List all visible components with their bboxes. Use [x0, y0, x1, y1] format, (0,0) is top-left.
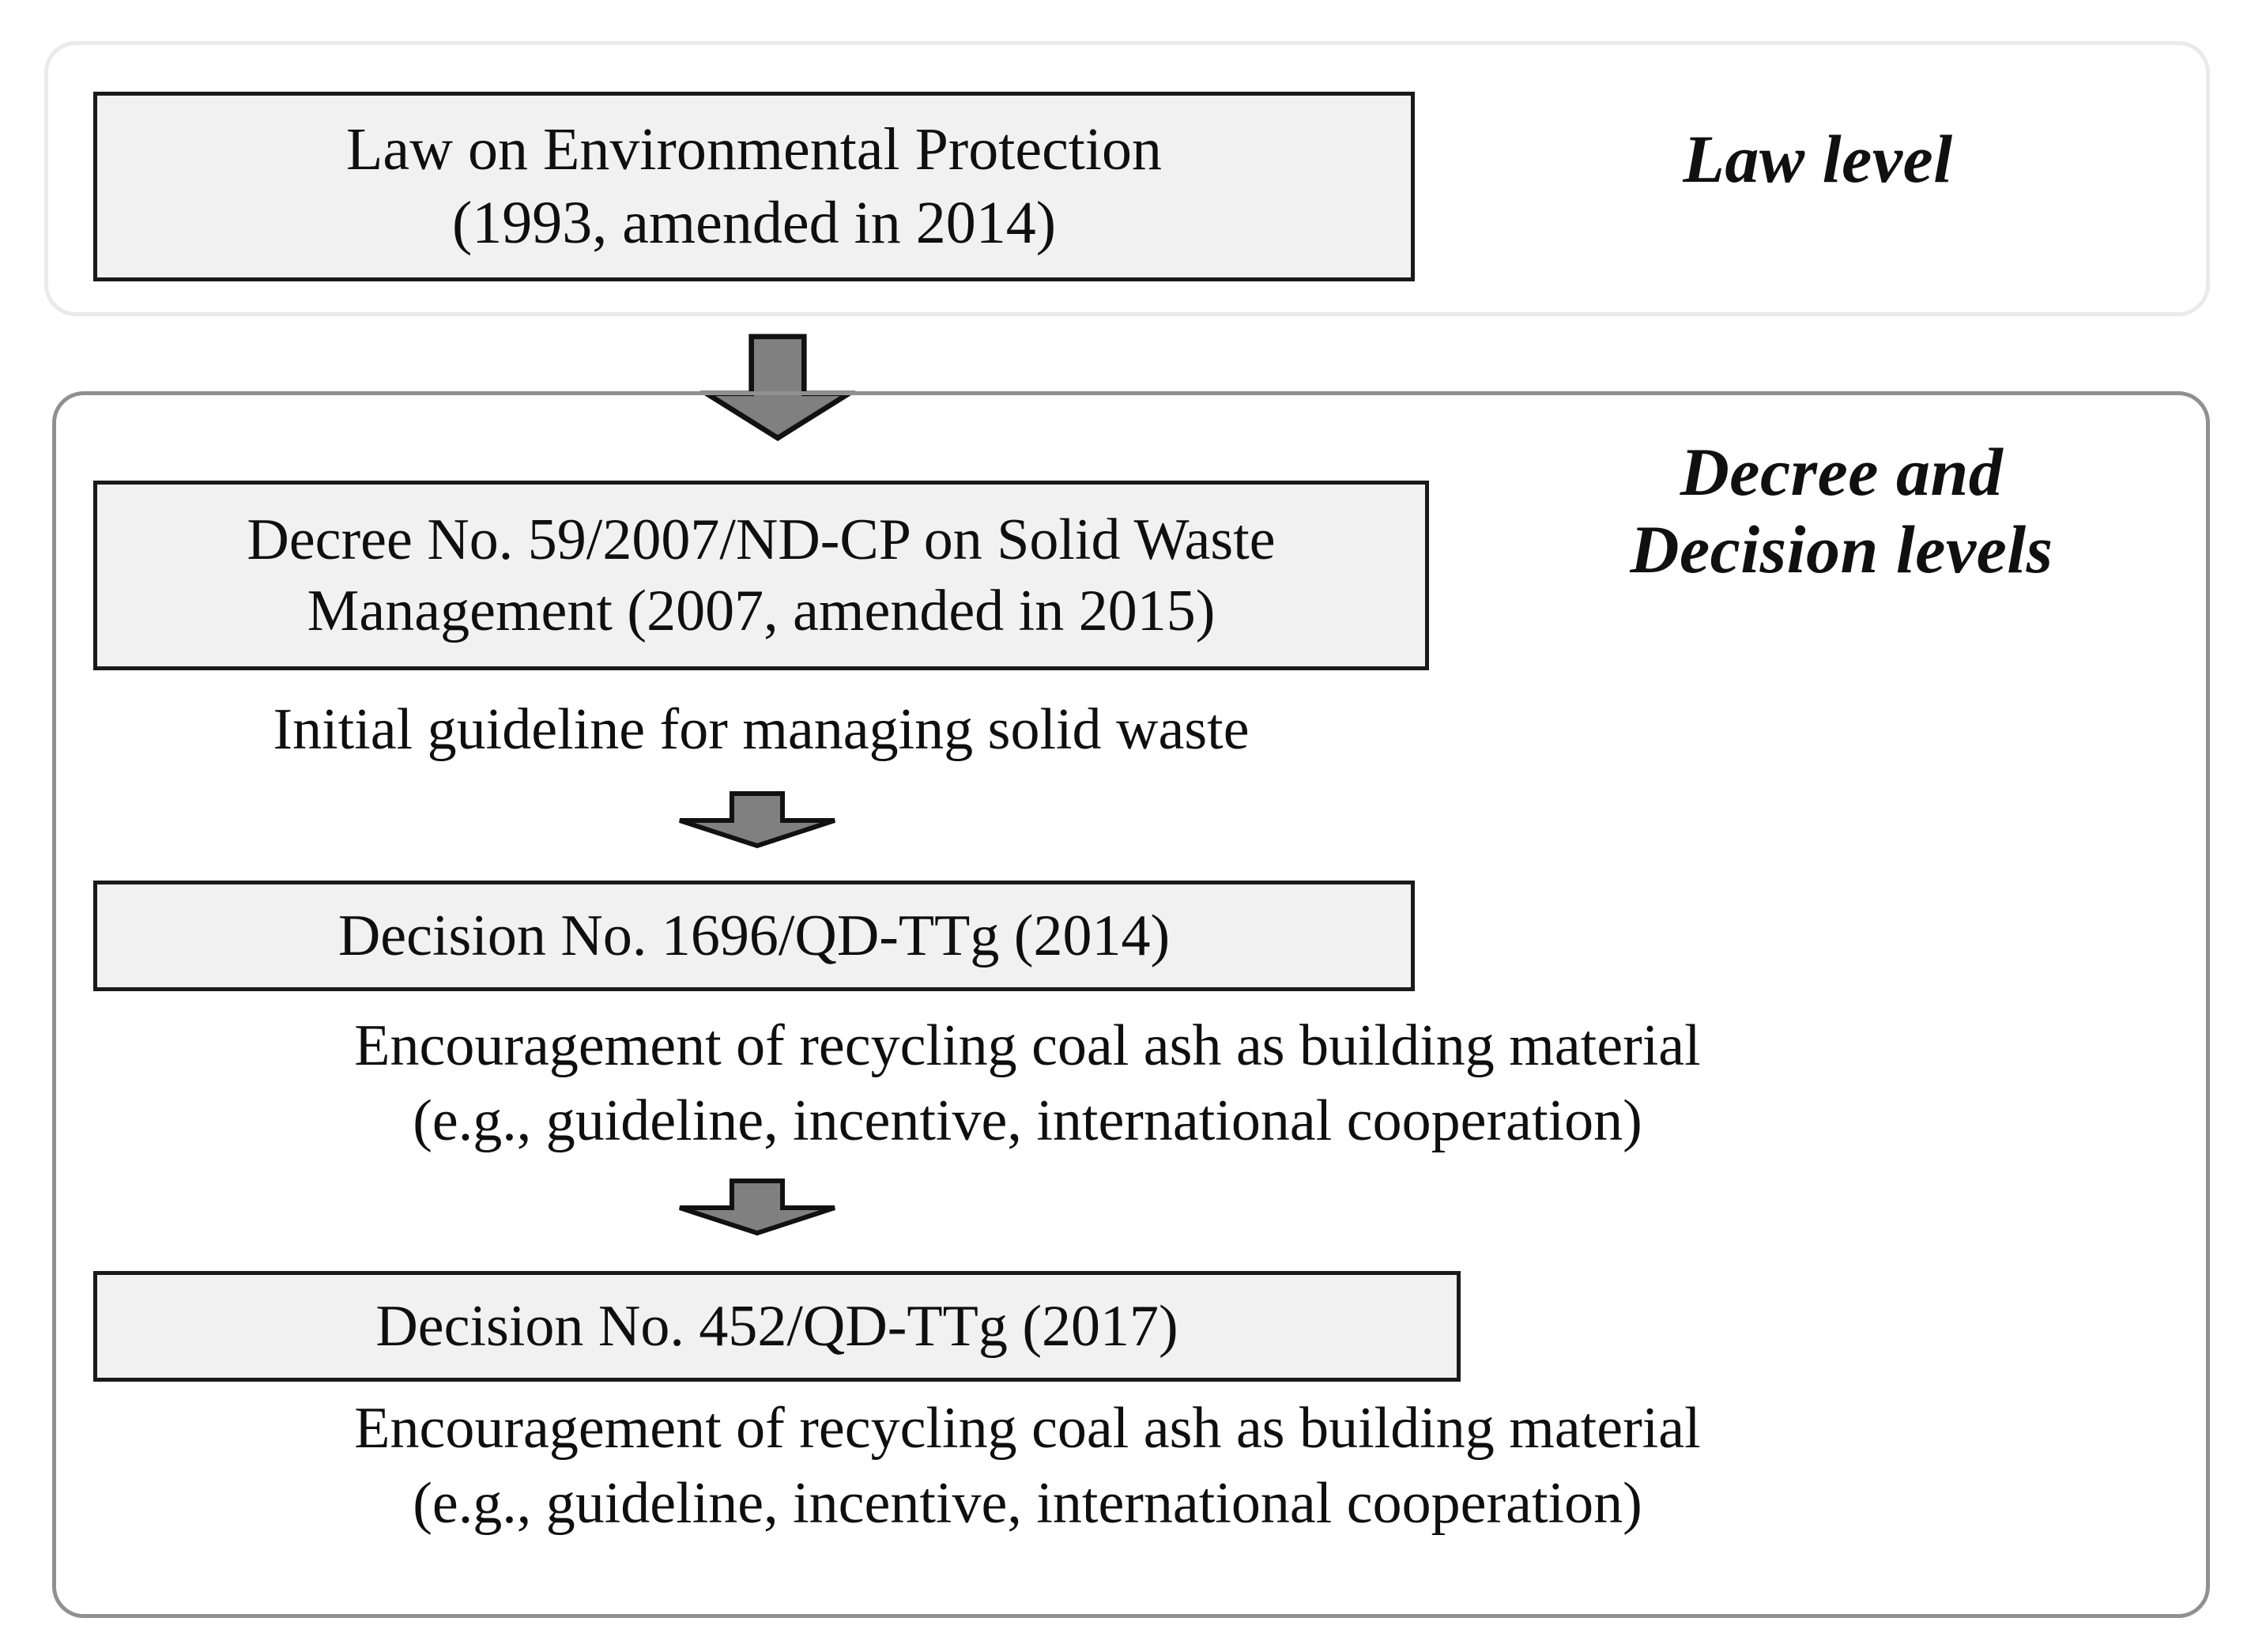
law-box-line-1: Law on Environmental Protection	[345, 116, 1163, 183]
decision-452-box-text: Decision No. 452/QD-TTg (2017)	[375, 1293, 1178, 1359]
decision-452-caption: Encouragement of recycling coal ash as b…	[111, 1391, 1944, 1541]
decision-1696-caption-line-2: (e.g., guideline, incentive, internation…	[413, 1088, 1642, 1153]
decree-59-line-2: Management (2007, amended in 2015)	[307, 579, 1216, 643]
law-box-line-2: (1993, amended in 2014)	[451, 190, 1057, 256]
decree-59-caption: Initial guideline for managing solid was…	[273, 697, 1250, 762]
law-level-label: Law level	[1683, 121, 1953, 197]
decision-452-caption-line-2: (e.g., guideline, incentive, internation…	[413, 1470, 1642, 1536]
down-arrow-icon-decision-1696-to-452	[675, 1178, 839, 1236]
law-box-text: Law on Environmental Protection (1993, am…	[97, 113, 1411, 259]
decision-452-box: Decision No. 452/QD-TTg (2017)	[93, 1271, 1461, 1382]
decree-level-label-line-1: Decree and	[1680, 434, 2004, 510]
law-level-panel	[44, 41, 2210, 316]
decision-1696-box: Decision No. 1696/QD-TTg (2014)	[93, 881, 1415, 991]
decision-1696-box-text: Decision No. 1696/QD-TTg (2014)	[337, 903, 1171, 968]
decree-level-label-line-2: Decision levels	[1630, 511, 2053, 588]
down-arrow-icon-decree-to-decision-1696	[675, 790, 839, 849]
decision-452-caption-line-1: Encouragement of recycling coal ash as b…	[354, 1396, 1701, 1461]
decree-59-line-1: Decree No. 59/2007/ND-CP on Solid Waste	[247, 507, 1276, 572]
decision-1696-caption: Encouragement of recycling coal ash as b…	[111, 1009, 1944, 1158]
decision-1696-caption-line-1: Encouragement of recycling coal ash as b…	[354, 1013, 1701, 1078]
law-box: Law on Environmental Protection (1993, am…	[93, 92, 1415, 281]
decree-decision-level-panel	[52, 391, 2210, 1618]
